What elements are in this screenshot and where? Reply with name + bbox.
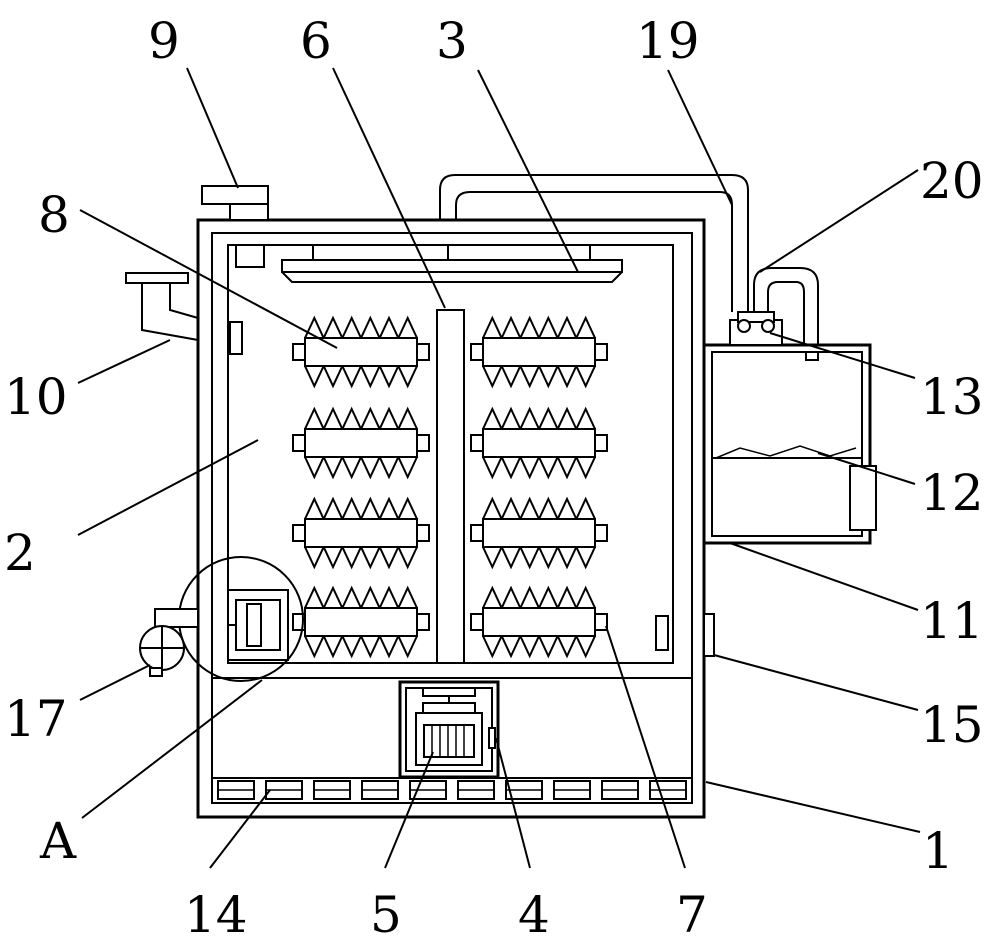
label-19: 19 bbox=[636, 12, 700, 70]
roller-end-cap bbox=[470, 434, 484, 452]
detail-circle-a bbox=[178, 556, 304, 682]
label-15: 15 bbox=[920, 696, 984, 754]
label-3: 3 bbox=[436, 12, 468, 70]
label-2: 2 bbox=[4, 524, 36, 582]
roller-end-cap bbox=[292, 524, 306, 542]
roller-spikes-bottom bbox=[482, 633, 596, 659]
roller-spikes-bottom bbox=[482, 363, 596, 389]
roller-end-cap bbox=[416, 524, 430, 542]
roller-end-cap bbox=[292, 343, 306, 361]
roller-end-cap bbox=[416, 343, 430, 361]
roller-spikes-top bbox=[482, 406, 596, 432]
roller-body bbox=[304, 428, 418, 458]
outlet-pipe bbox=[753, 267, 819, 345]
roller-end-cap bbox=[470, 524, 484, 542]
roller-spikes-top bbox=[482, 315, 596, 341]
roller-end-cap bbox=[470, 343, 484, 361]
roller-body bbox=[304, 337, 418, 367]
roller-end-cap bbox=[594, 524, 608, 542]
roller-spikes-bottom bbox=[304, 633, 418, 659]
label-6: 6 bbox=[300, 12, 332, 70]
label-8: 8 bbox=[38, 186, 70, 244]
label-A: A bbox=[39, 812, 77, 870]
label-20: 20 bbox=[920, 152, 984, 210]
central-shaft bbox=[436, 309, 465, 664]
label-5: 5 bbox=[370, 886, 402, 944]
label-17: 17 bbox=[4, 690, 68, 748]
label-14: 14 bbox=[184, 886, 248, 944]
roller-body bbox=[304, 518, 418, 548]
water-tank bbox=[702, 343, 877, 545]
roller-end-cap bbox=[470, 613, 484, 631]
roller-spikes-top bbox=[304, 406, 418, 432]
label-12: 12 bbox=[920, 464, 984, 522]
label-13: 13 bbox=[920, 368, 984, 426]
drain-valve bbox=[139, 608, 199, 677]
base-feet bbox=[212, 777, 692, 800]
spray-plate bbox=[281, 245, 623, 283]
roller-end-cap bbox=[594, 343, 608, 361]
roller-body bbox=[482, 337, 596, 367]
roller-spikes-bottom bbox=[304, 363, 418, 389]
pump bbox=[729, 311, 783, 346]
return-pipe bbox=[439, 174, 749, 312]
roller-body bbox=[482, 518, 596, 548]
roller-end-cap bbox=[416, 434, 430, 452]
roller-end-cap bbox=[594, 613, 608, 631]
roller-spikes-top bbox=[482, 585, 596, 611]
leader-lines bbox=[77, 67, 921, 869]
roller-end-cap bbox=[292, 434, 306, 452]
roller-spikes-top bbox=[304, 496, 418, 522]
bracket bbox=[125, 272, 243, 355]
reference-labels: 9 6 3 19 20 8 10 13 2 12 11 17 15 A 1 14… bbox=[4, 12, 984, 944]
roller-body bbox=[482, 428, 596, 458]
roller-spikes-top bbox=[304, 585, 418, 611]
label-4: 4 bbox=[518, 886, 550, 944]
roller-end-cap bbox=[594, 434, 608, 452]
roller-end-cap bbox=[416, 613, 430, 631]
roller-spikes-bottom bbox=[482, 454, 596, 480]
label-9: 9 bbox=[148, 12, 180, 70]
label-10: 10 bbox=[4, 368, 68, 426]
label-1: 1 bbox=[922, 822, 954, 880]
label-7: 7 bbox=[676, 886, 708, 944]
roller-spikes-bottom bbox=[304, 544, 418, 570]
roller-spikes-top bbox=[482, 496, 596, 522]
roller-spikes-bottom bbox=[304, 454, 418, 480]
roller-spikes-top bbox=[304, 315, 418, 341]
roller-body bbox=[304, 607, 418, 637]
label-11: 11 bbox=[920, 592, 984, 650]
roller-body bbox=[482, 607, 596, 637]
stirring-rollers bbox=[292, 315, 608, 659]
roller-spikes-bottom bbox=[482, 544, 596, 570]
motor-compartment bbox=[398, 680, 500, 779]
feed-hopper bbox=[201, 185, 269, 268]
side-port bbox=[655, 613, 715, 657]
